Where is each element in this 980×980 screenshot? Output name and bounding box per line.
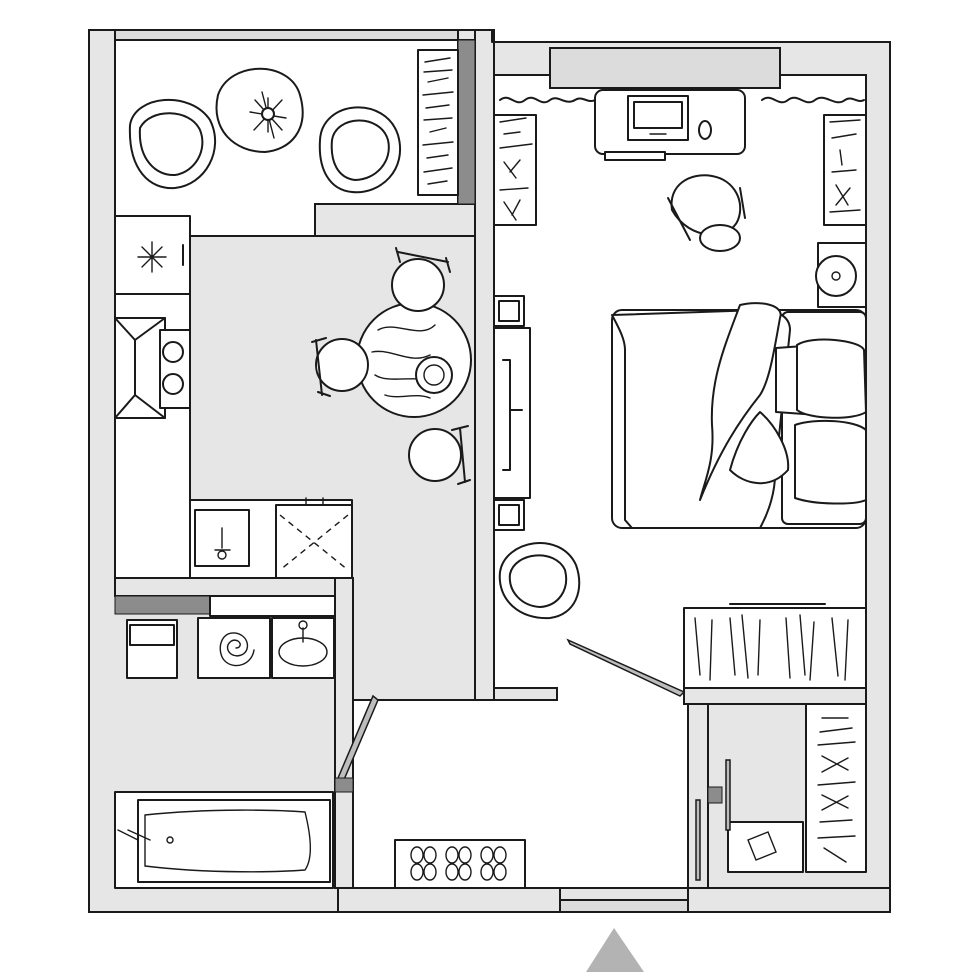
- dining-chair-left: [311, 337, 369, 397]
- bathroom-right-wall: [334, 577, 354, 889]
- desk-chair: [667, 174, 746, 252]
- closet-door[interactable]: [725, 759, 731, 831]
- bookshelf-bedroom-right: [823, 114, 867, 226]
- door-stop-closet: [707, 786, 723, 804]
- entry-door-panel[interactable]: [695, 799, 701, 881]
- lounge-wall: [314, 203, 476, 237]
- desk: [594, 89, 746, 161]
- dining-chair-top: [391, 247, 451, 312]
- wardrobe-bedroom: [683, 603, 867, 689]
- stove: [114, 317, 166, 419]
- curtain-right: [761, 96, 865, 104]
- shoe-rack: [394, 839, 526, 889]
- stove-top: [159, 329, 191, 409]
- kitchen-sink: [194, 509, 250, 567]
- armchair-right: [318, 106, 401, 194]
- armchair-left: [128, 99, 216, 190]
- dining-table: [356, 302, 472, 418]
- bedroom-bottom-wall: [493, 687, 558, 701]
- window-bedroom: [549, 47, 781, 89]
- window-entry: [559, 899, 689, 913]
- bed: [611, 302, 867, 529]
- entry-wall-right: [687, 887, 891, 913]
- tv-console: [493, 295, 531, 531]
- bookshelf-bedroom-left: [493, 114, 537, 226]
- nightstand-lamp: [815, 242, 867, 308]
- bookshelf-lounge: [417, 49, 459, 196]
- bath-cabinet: [209, 595, 336, 617]
- bathroom: [114, 595, 336, 889]
- bedroom: [493, 89, 867, 689]
- bath-sink: [271, 617, 335, 679]
- bedroom-door[interactable]: [566, 638, 686, 697]
- mouse: [698, 120, 712, 140]
- side-table-plant: [215, 67, 304, 153]
- dining: [311, 247, 472, 485]
- snowflake-icon: [137, 241, 167, 273]
- entry-wall-left: [337, 887, 561, 913]
- washing-machine: [197, 617, 271, 679]
- door-stop-bath: [334, 777, 354, 793]
- wall-pillar-top: [457, 39, 476, 205]
- bedroom-bottom-wall-right: [683, 687, 867, 705]
- bath-wall-block: [114, 595, 211, 615]
- spiral-icon: [219, 632, 255, 667]
- dining-chair-bottom: [408, 425, 471, 485]
- entry-arrow-icon: [586, 928, 644, 972]
- central-partition: [474, 29, 495, 701]
- bathroom-top-wall: [114, 577, 354, 597]
- hall-closet: [695, 703, 867, 881]
- curtain-left: [499, 96, 596, 104]
- fruit-bowl: [415, 356, 453, 394]
- armchair-bedroom: [498, 542, 581, 620]
- lounge: [128, 49, 459, 196]
- window-top-left: [114, 29, 459, 41]
- kitchen: [114, 215, 353, 579]
- dishwasher: [275, 504, 353, 579]
